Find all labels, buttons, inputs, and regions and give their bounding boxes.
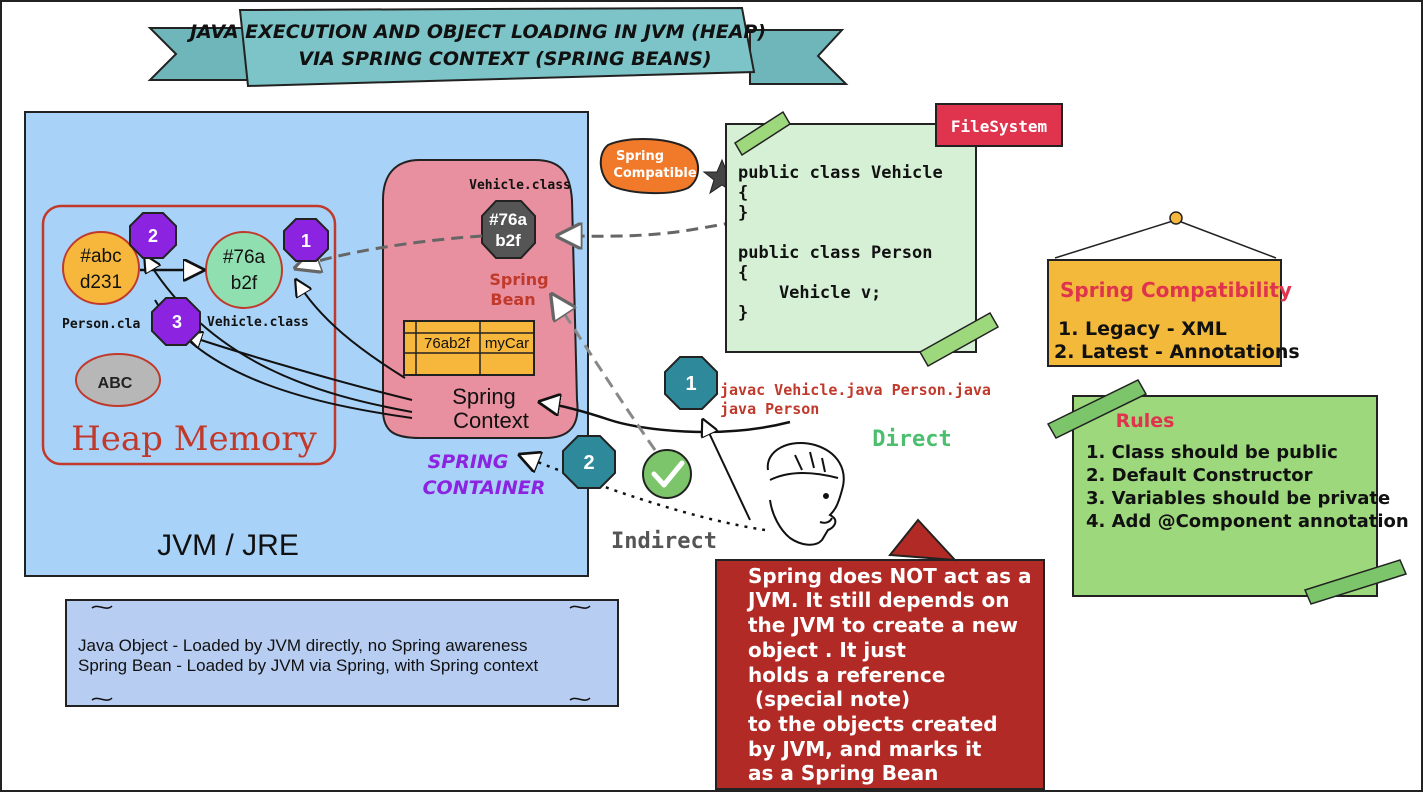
legend-line-1: Java Object - Loaded by JVM directly, no… <box>78 636 527 655</box>
filesystem-note: FileSystem public class Vehicle { } publ… <box>725 103 1063 368</box>
command-line-1: javac Vehicle.java Person.java <box>720 381 991 399</box>
vehicle-object: #76a b2f <box>205 231 283 309</box>
rule-item-2: 2. Default Constructor <box>1086 465 1313 486</box>
heap-badge-2-text: 2 <box>148 226 158 246</box>
jvm-label: JVM / JRE <box>157 529 299 562</box>
vehicle-object-id-1: #76a <box>223 247 266 268</box>
indirect-badge-text: 2 <box>583 452 594 474</box>
filesystem-code: public class Vehicle { } public class Pe… <box>738 163 953 323</box>
code-line-8: } <box>738 303 748 323</box>
person-head-icon <box>766 442 845 546</box>
compat-sign-title: Spring Compatibility <box>1060 278 1292 302</box>
code-line-7: Vehicle v; <box>738 283 881 303</box>
code-line-6: { <box>738 263 748 283</box>
heap-memory-label: Heap Memory <box>71 419 318 459</box>
spring-note: Spring does NOT act as a JVM. It still d… <box>715 518 1045 790</box>
heap-vehicle-class-label: Vehicle.class <box>207 315 309 330</box>
title-ribbon: JAVA EXECUTION AND OBJECT LOADING IN JVM… <box>147 6 849 88</box>
code-line-3: } <box>738 203 748 223</box>
indirect-arrow <box>520 455 766 532</box>
context-to-vehicle-arrow <box>296 280 406 379</box>
person-object: #abc d231 <box>62 231 140 305</box>
abc-object: ABC <box>75 353 161 407</box>
rule-item-4: 4. Add @Component annotation <box>1086 511 1409 532</box>
vehicle-object-id-2: b2f <box>231 273 258 294</box>
spring-context-label-2: Context <box>453 408 529 433</box>
command-badge-1: 1 <box>664 356 718 410</box>
note-pin-icon <box>888 518 958 562</box>
person-class-label: Person.cla <box>62 317 140 332</box>
heap-badge-3: 3 <box>151 297 201 346</box>
compat-item-2: 2. Latest - Annotations <box>1054 341 1300 363</box>
person-object-id-1: #abc <box>80 246 121 267</box>
note-line-4: object . It just <box>748 638 906 662</box>
person-object-id-2: d231 <box>80 272 122 293</box>
legend-box: Java Object - Loaded by JVM directly, no… <box>65 599 619 707</box>
legend-line-2: Spring Bean - Loaded by JVM via Spring, … <box>78 656 538 675</box>
rules-note: Rules 1. Class should be public 2. Defau… <box>1046 379 1409 605</box>
pin-icon <box>1169 211 1183 225</box>
spring-note-text: Spring does NOT act as a JVM. It still d… <box>746 564 1039 785</box>
indirect-to-bean-arrow <box>552 295 657 451</box>
code-line-2: { <box>738 183 748 203</box>
note-line-9: as a Spring Bean <box>748 761 938 785</box>
title-line-2: VIA SPRING CONTEXT (SPRING BEANS) <box>298 48 711 70</box>
spring-context-label-1: Spring <box>452 384 516 409</box>
spring-container-label-1: SPRING <box>428 451 509 473</box>
spring-bean-object: #76a b2f <box>481 200 536 259</box>
note-line-2: JVM. It still depends on <box>746 588 1010 612</box>
bean-object-id-1: #76a <box>489 210 527 229</box>
note-line-3: the JVM to create a new <box>748 613 1018 637</box>
spring-container-label-2: CONTAINER <box>423 477 546 499</box>
context-reference-table: 76ab2f myCar <box>403 320 535 376</box>
table-cell-name: myCar <box>485 335 529 352</box>
bean-to-heap-vehicle-arrow <box>296 234 483 268</box>
spring-bean-label-2: Bean <box>490 290 535 309</box>
title-line-1: JAVA EXECUTION AND OBJECT LOADING IN JVM… <box>186 21 766 43</box>
spring-compatible-line-2: Compatible <box>613 166 697 181</box>
command-badge-text: 1 <box>685 373 696 395</box>
direct-label: Direct <box>872 427 951 452</box>
title-banner <box>238 6 756 88</box>
heap-badge-1: 1 <box>283 218 329 262</box>
note-line-8: by JVM, and marks it <box>748 737 982 761</box>
command-line-2: java Person <box>720 400 819 418</box>
filesystem-label: FileSystem <box>951 117 1048 136</box>
direct-arrow <box>540 402 791 434</box>
bean-object-id-2: b2f <box>495 231 521 250</box>
spring-compatible-line-1: Spring <box>616 149 664 164</box>
check-icon <box>642 449 692 499</box>
abc-object-label: ABC <box>98 375 133 392</box>
indirect-badge-2: 2 <box>562 435 616 489</box>
person-to-commands-arrow <box>703 420 751 521</box>
note-line-1: Spring does NOT act as a <box>748 564 1032 588</box>
heap-badge-3-text: 3 <box>172 312 182 332</box>
note-line-6: (special note) <box>748 687 910 711</box>
filesystem-tag <box>935 103 1063 147</box>
code-line-1: public class Vehicle <box>738 163 943 183</box>
code-line-5: public class Person <box>738 243 932 263</box>
note-line-5: holds a reference <box>748 663 945 687</box>
context-to-person-arrow-1 <box>186 335 413 401</box>
rules-title: Rules <box>1116 410 1175 432</box>
indirect-label: Indirect <box>611 529 717 554</box>
rule-item-1: 1. Class should be public <box>1086 442 1338 463</box>
heap-badge-1-text: 1 <box>301 231 311 251</box>
heap-badge-2: 2 <box>129 212 177 259</box>
rule-item-3: 3. Variables should be private <box>1086 488 1390 509</box>
container-vehicle-class-label: Vehicle.class <box>469 178 571 193</box>
spring-compatibility-sign: Spring Compatibility 1. Legacy - XML 2. … <box>1047 211 1300 367</box>
note-line-7: to the objects created <box>748 712 998 736</box>
table-cell-id: 76ab2f <box>424 335 471 352</box>
compat-item-1: 1. Legacy - XML <box>1058 318 1227 340</box>
spring-bean-label-1: Spring <box>489 270 548 289</box>
context-to-person-arrow-2 <box>145 256 413 413</box>
